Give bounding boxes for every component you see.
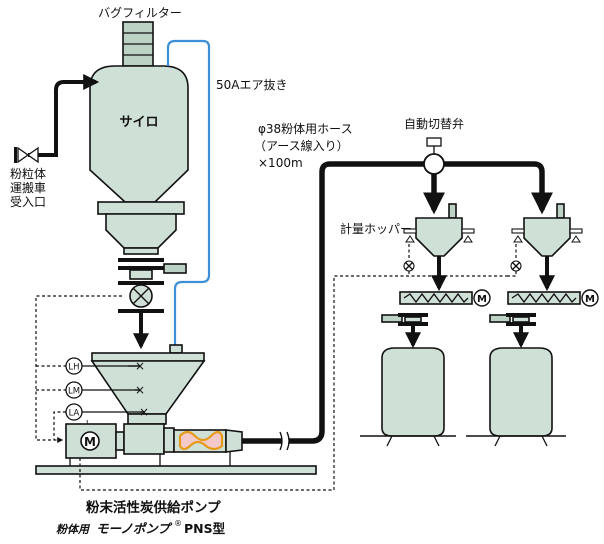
label-hose-1: φ38粉体用ホース <box>258 122 353 136</box>
hopper-1-valve-signal <box>403 244 415 276</box>
silo <box>89 65 189 255</box>
pump-stator <box>173 429 243 453</box>
level-probe-lines: × × × <box>82 359 149 419</box>
label-hose-3: ×100m <box>258 156 303 170</box>
label-bag-filter: バグフィルター <box>98 6 182 20</box>
cross-mark-lh: × <box>135 359 145 373</box>
bag-filter <box>122 21 154 67</box>
cross-mark-la: × <box>139 405 149 419</box>
auto-switch-valve <box>423 137 445 175</box>
label-air-vent: 50Aエア抜き <box>216 78 287 92</box>
weighing-hopper-2 <box>511 203 583 292</box>
signal-line-rotary-valve <box>35 295 122 443</box>
powder-hose <box>289 161 428 444</box>
label-silo: サイロ <box>119 115 158 130</box>
label-weighing-hopper: 計量ホッパー <box>340 221 412 236</box>
pump-motor: M <box>65 423 117 459</box>
title-sub-brand: モーノポンプ <box>96 521 172 536</box>
signal-line-weighing <box>79 275 508 491</box>
title-sub-model: PNS型 <box>184 521 226 536</box>
tank-1 <box>360 347 456 447</box>
level-switch-lm: LM <box>65 381 83 399</box>
label-receiving-port-3: 受入口 <box>10 195 46 209</box>
screw-feeder-2: M <box>507 289 599 307</box>
svg-text:LM: LM <box>68 387 80 397</box>
weighing-hopper-1 <box>403 203 475 292</box>
screw-feeder-1: M <box>399 289 491 307</box>
hopper-2-valve-signal <box>508 244 522 277</box>
receiving-inlet-line <box>28 74 100 157</box>
inlet-valve-icon <box>14 146 39 164</box>
air-vent-nozzle <box>169 344 183 354</box>
tank-2 <box>466 347 566 447</box>
level-switch-lh: LH <box>65 357 83 375</box>
pump-rotor <box>178 430 224 451</box>
hose-break-icon <box>279 431 290 451</box>
feed-line-hopper-2 <box>444 161 553 215</box>
title-sub-prefix: 粉体用 <box>56 523 91 536</box>
label-auto-switch-valve: 自動切替弁 <box>404 116 464 131</box>
label-hose-2: （アース線入り） <box>254 138 349 153</box>
pump-drive <box>115 423 175 455</box>
label-receiving-port-2: 運搬車 <box>10 180 46 195</box>
label-receiving-port-1: 粉粒体 <box>10 166 46 181</box>
cross-mark-lm: × <box>135 383 145 397</box>
title-main: 粉末活性炭供給ポンプ <box>86 499 221 516</box>
tank-2-inlet <box>489 313 536 349</box>
feeder-1-motor-symbol: M <box>477 294 487 305</box>
svg-text:LA: LA <box>69 409 80 419</box>
signal-line-la <box>53 411 66 440</box>
air-vent-line <box>166 39 211 347</box>
feeder-2-motor-symbol: M <box>585 294 595 305</box>
pump-base <box>35 465 317 475</box>
svg-text:LH: LH <box>68 363 79 373</box>
silo-outlet-assembly <box>118 258 187 313</box>
pump-motor-symbol: M <box>84 435 96 449</box>
title-sub-reg: ® <box>174 519 182 528</box>
tank-1-inlet <box>381 313 428 349</box>
